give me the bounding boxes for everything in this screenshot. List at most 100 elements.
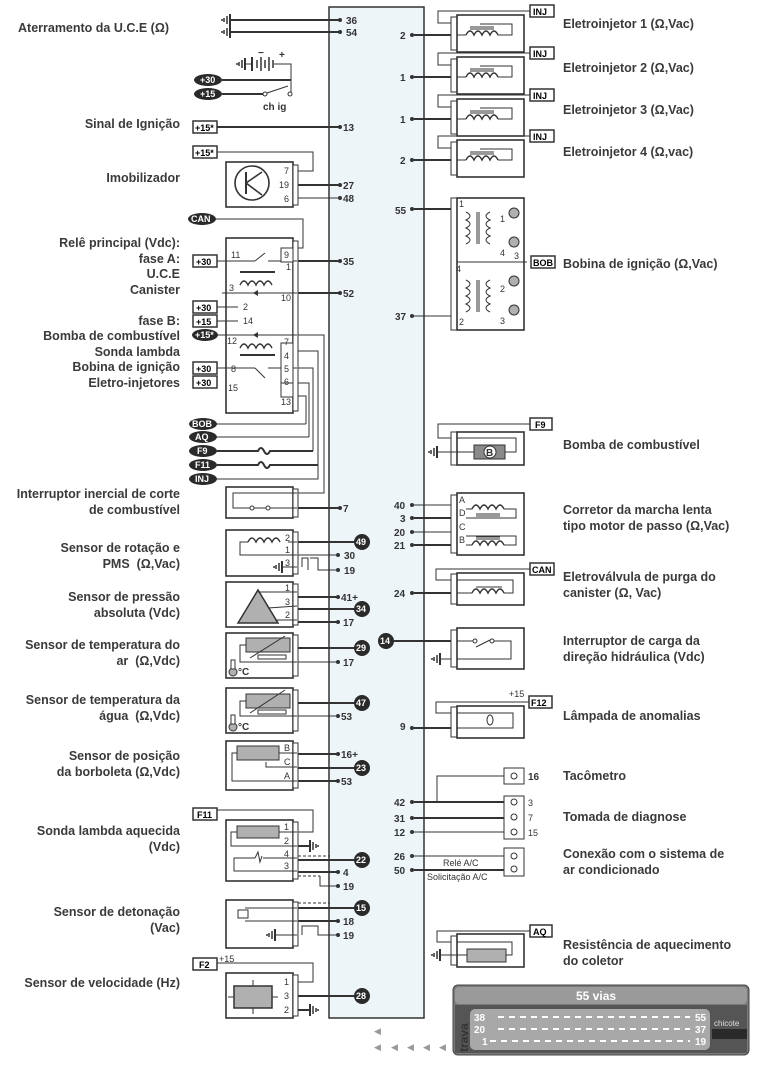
transistor-icon bbox=[234, 165, 270, 201]
label-rotacao: Sensor de rotação e PMS (Ω,Vac) bbox=[60, 541, 181, 571]
svg-text:7: 7 bbox=[528, 813, 533, 823]
svg-text:22: 22 bbox=[356, 855, 366, 865]
label-temp-ar: Sensor de temperatura do ar (Ω,Vdc) bbox=[25, 638, 180, 668]
svg-text:2: 2 bbox=[285, 610, 290, 620]
pin-27: 27 bbox=[343, 181, 355, 192]
svg-text:F9: F9 bbox=[535, 420, 546, 430]
svg-text:7: 7 bbox=[284, 337, 289, 347]
svg-text:29: 29 bbox=[356, 643, 366, 653]
main-relay: CAN +30 +30 +15 +15* +30 +30 11 9 1 3 10… bbox=[188, 213, 342, 494]
svg-text:3: 3 bbox=[284, 861, 289, 871]
malfunction-lamp: +15 F12 bbox=[410, 689, 553, 739]
svg-text:+15*: +15* bbox=[195, 330, 214, 340]
pin-53-tps: 53 bbox=[341, 777, 353, 788]
injector-1: INJ bbox=[410, 4, 555, 53]
pin-48: 48 bbox=[343, 194, 355, 205]
svg-text:C: C bbox=[284, 757, 291, 767]
svg-text:3: 3 bbox=[285, 558, 290, 568]
svg-text:55 vias: 55 vias bbox=[576, 989, 616, 1003]
label-purga: Eletroválvula de purga do canister (Ω, V… bbox=[563, 570, 716, 600]
svg-text:20: 20 bbox=[474, 1025, 486, 1036]
svg-text:INJ: INJ bbox=[533, 91, 547, 101]
speed-sensor: F2 +15 1 3 2 bbox=[192, 954, 355, 1019]
svg-text:+30: +30 bbox=[196, 364, 211, 374]
label-rele: Relê principal (Vdc): fase A: U.C.E Cani… bbox=[43, 236, 180, 390]
svg-text:2: 2 bbox=[243, 302, 248, 312]
svg-text:55: 55 bbox=[695, 1013, 707, 1024]
svg-text:42: 42 bbox=[394, 798, 406, 809]
svg-text:9: 9 bbox=[284, 250, 289, 260]
svg-text:3: 3 bbox=[514, 251, 519, 261]
svg-text:B: B bbox=[486, 448, 493, 459]
svg-text:+15: +15 bbox=[219, 954, 234, 964]
svg-text:7: 7 bbox=[284, 166, 289, 176]
label-inj2: Eletroinjetor 2 (Ω,Vac) bbox=[563, 61, 694, 75]
svg-text:4: 4 bbox=[500, 248, 505, 258]
map-sensor: 1 3 2 bbox=[225, 581, 355, 628]
svg-text:1: 1 bbox=[284, 977, 289, 987]
svg-text:24: 24 bbox=[394, 589, 406, 600]
svg-text:◀: ◀ bbox=[374, 1026, 381, 1036]
injector-3: INJ bbox=[410, 88, 555, 137]
harness-tags: BOB AQ F9 F11 INJ bbox=[189, 418, 318, 485]
injector-4: INJ bbox=[410, 129, 555, 178]
label-inj1: Eletroinjetor 1 (Ω,Vac) bbox=[563, 17, 694, 31]
svg-text:20: 20 bbox=[394, 528, 406, 539]
svg-text:1: 1 bbox=[400, 73, 406, 84]
knock-sensor bbox=[225, 899, 355, 949]
svg-text:19: 19 bbox=[279, 180, 289, 190]
pin-53-water: 53 bbox=[341, 712, 353, 723]
pin-18: 18 bbox=[343, 917, 355, 928]
svg-text:3: 3 bbox=[500, 316, 505, 326]
svg-text:9: 9 bbox=[400, 722, 406, 733]
svg-text:15: 15 bbox=[528, 828, 538, 838]
svg-text:13: 13 bbox=[281, 397, 291, 407]
svg-text:2: 2 bbox=[400, 31, 406, 42]
pin-4: 4 bbox=[343, 868, 349, 879]
pin-13: 13 bbox=[343, 123, 355, 134]
label-aquecimento: Resistência de aquecimento do coletor bbox=[563, 938, 732, 968]
inertia-switch bbox=[225, 486, 342, 519]
label-sinal-ignicao: Sinal de Ignição bbox=[84, 117, 180, 131]
pin-30: 30 bbox=[344, 551, 356, 562]
label-detonacao: Sensor de detonação (Vac) bbox=[53, 905, 180, 935]
svg-text:55: 55 bbox=[395, 206, 407, 217]
rpm-sensor: 2 1 3 bbox=[225, 529, 355, 577]
fuel-pump: F9 B bbox=[428, 417, 553, 466]
ignition-coil: 1 4 3 2 1 4 2 3 BOB bbox=[410, 197, 556, 331]
tag-plus15s-ignition: +15* bbox=[192, 120, 342, 134]
label-aterramento: Aterramento da U.C.E (Ω) bbox=[18, 21, 170, 35]
svg-text:Solicitação A/C: Solicitação A/C bbox=[427, 872, 488, 882]
svg-text:21: 21 bbox=[394, 541, 406, 552]
label-bomba: Bomba de combustível bbox=[563, 438, 700, 452]
intake-heater: AQ bbox=[431, 924, 553, 968]
battery-minus: − bbox=[258, 48, 264, 59]
svg-text:4: 4 bbox=[456, 264, 461, 274]
pin-16: 16+ bbox=[341, 750, 358, 761]
svg-text:3: 3 bbox=[229, 283, 234, 293]
pin-17-air: 17 bbox=[343, 658, 355, 669]
svg-text:5: 5 bbox=[284, 364, 289, 374]
pin-19-rpm: 19 bbox=[344, 566, 356, 577]
svg-text:+30: +30 bbox=[196, 257, 211, 267]
svg-text:◀: ◀ bbox=[439, 1042, 446, 1052]
svg-text:6: 6 bbox=[284, 194, 289, 204]
ecu-body bbox=[328, 6, 425, 1019]
pin-52: 52 bbox=[343, 289, 355, 300]
label-ac: Conexão com o sistema de ar condicionado bbox=[563, 847, 725, 877]
pin-36: 36 bbox=[346, 16, 358, 27]
svg-text:BOB: BOB bbox=[533, 258, 554, 268]
svg-text:2: 2 bbox=[500, 284, 505, 294]
svg-text:1: 1 bbox=[285, 545, 290, 555]
svg-text:14: 14 bbox=[380, 636, 390, 646]
svg-text:1: 1 bbox=[459, 199, 464, 209]
svg-text:+15: +15 bbox=[200, 89, 215, 99]
svg-text:1: 1 bbox=[400, 115, 406, 126]
pin-19-knock: 19 bbox=[343, 931, 355, 942]
label-velocidade: Sensor de velocidade (Hz) bbox=[24, 976, 180, 990]
svg-text:◀: ◀ bbox=[391, 1042, 398, 1052]
svg-text:23: 23 bbox=[356, 763, 366, 773]
